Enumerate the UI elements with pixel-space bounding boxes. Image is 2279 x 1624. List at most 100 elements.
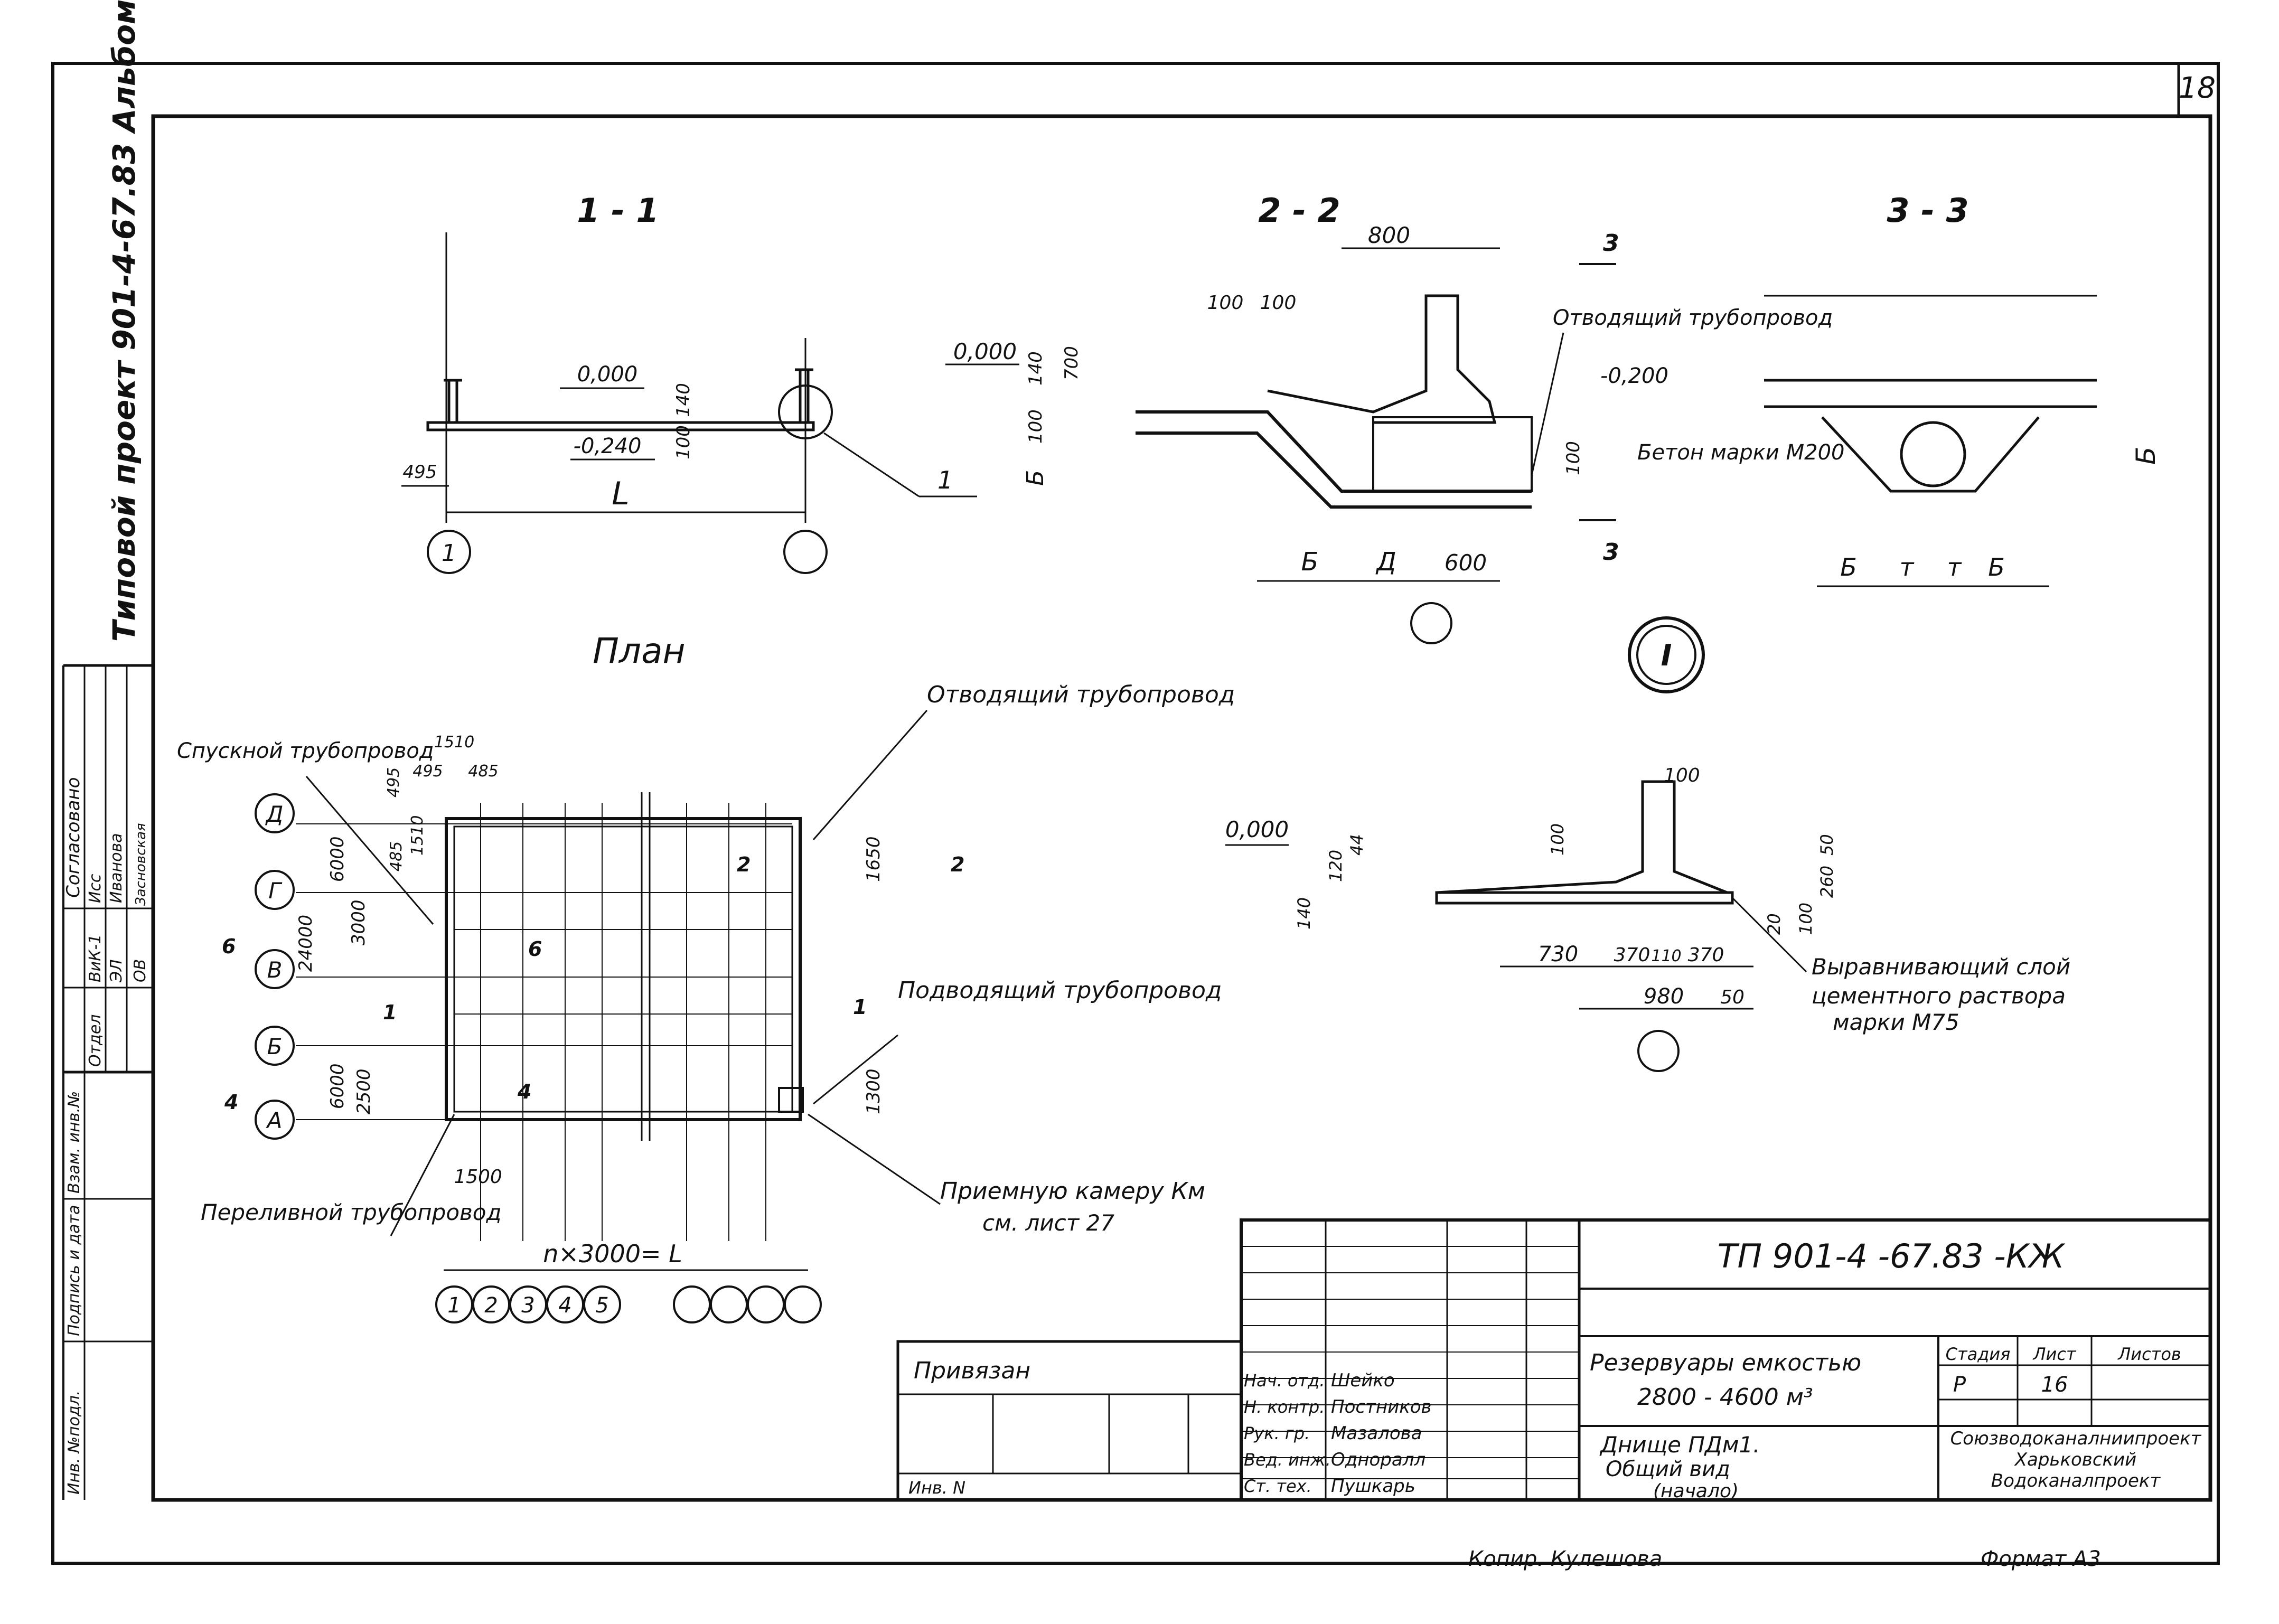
svg-text:1: 1 <box>383 1001 397 1024</box>
section-title: 1 - 1 <box>577 191 659 230</box>
svg-text:980: 980 <box>1644 984 1684 1009</box>
svg-text:730: 730 <box>1538 942 1578 966</box>
svg-text:Одноралл: Одноралл <box>1331 1449 1425 1470</box>
svg-text:Водоканалпроект: Водоканалпроект <box>1991 1470 2161 1491</box>
svg-text:Переливной трубопровод: Переливной трубопровод <box>201 1199 502 1225</box>
svg-text:Листов: Листов <box>2117 1344 2181 1364</box>
svg-text:Выравнивающий слой: Выравнивающий слой <box>1812 954 2070 980</box>
svg-text:ВиК-1: ВиК-1 <box>86 934 105 982</box>
svg-text:6: 6 <box>222 935 236 958</box>
svg-text:2800 - 4600 м³: 2800 - 4600 м³ <box>1637 1384 1813 1411</box>
title-block: ТП 901-4 -67.83 -КЖ Привязан Инв. N Резе… <box>896 1218 2212 1502</box>
svg-text:700: 700 <box>1061 346 1082 380</box>
svg-text:1510: 1510 <box>408 815 427 856</box>
svg-text:марки М75: марки М75 <box>1833 1009 1959 1035</box>
svg-text:Б: Б <box>1988 553 2005 581</box>
svg-text:Д: Д <box>265 801 284 827</box>
svg-text:100: 100 <box>1548 823 1568 856</box>
svg-text:24000: 24000 <box>295 915 316 972</box>
page-number: 18 <box>2179 71 2216 105</box>
svg-text:n×3000= L: n×3000= L <box>543 1240 682 1268</box>
svg-text:Отводящий трубопровод: Отводящий трубопровод <box>1553 306 1833 330</box>
svg-text:т: т <box>1900 553 1915 581</box>
svg-text:Засновская: Засновская <box>133 823 149 906</box>
svg-text:т: т <box>1947 553 1962 581</box>
svg-text:Шейко: Шейко <box>1331 1370 1395 1391</box>
svg-text:1: 1 <box>447 1293 461 1318</box>
svg-text:ОВ: ОВ <box>131 959 149 982</box>
svg-text:Днище ПДм1.: Днище ПДм1. <box>1599 1432 1760 1458</box>
svg-text:Союзводоканалниипроект: Союзводоканалниипроект <box>1950 1428 2202 1449</box>
svg-text:Б: Б <box>1840 553 1857 581</box>
svg-text:ЭЛ: ЭЛ <box>107 959 126 983</box>
svg-text:В: В <box>267 957 283 983</box>
svg-text:3000: 3000 <box>348 899 369 945</box>
approval-stamp: Согласовано Отдел ВиК-1 Исс ЭЛ Иванова О… <box>62 664 153 1500</box>
svg-text:Б: Б <box>267 1034 283 1059</box>
svg-text:1510: 1510 <box>434 733 474 752</box>
svg-text:1: 1 <box>442 540 456 567</box>
svg-text:Г: Г <box>268 878 283 904</box>
svg-text:Д: Д <box>1375 547 1396 577</box>
svg-text:Нач. отд.: Нач. отд. <box>1244 1370 1325 1391</box>
svg-text:Подпись и дата: Подпись и дата <box>65 1205 83 1337</box>
sheet-format: Формат А3 <box>1981 1547 2101 1571</box>
svg-text:1: 1 <box>937 466 953 494</box>
svg-text:1500: 1500 <box>454 1166 502 1188</box>
svg-text:100: 100 <box>1207 292 1244 314</box>
svg-text:Харьковский: Харьковский <box>2014 1449 2137 1470</box>
svg-text:370: 370 <box>1614 944 1650 966</box>
svg-text:А: А <box>266 1107 283 1133</box>
svg-text:100: 100 <box>1796 903 1816 935</box>
svg-text:370: 370 <box>1688 944 1724 966</box>
svg-text:3: 3 <box>521 1293 534 1318</box>
svg-text:0,000: 0,000 <box>577 362 638 387</box>
axis-bubble <box>427 530 471 574</box>
svg-text:Ст. тех.: Ст. тех. <box>1244 1476 1312 1496</box>
svg-text:Пушкарь: Пушкарь <box>1331 1476 1415 1497</box>
svg-text:0,000: 0,000 <box>1225 816 1289 842</box>
svg-text:0,000: 0,000 <box>953 339 1017 364</box>
svg-text:1: 1 <box>853 996 867 1019</box>
svg-text:Мазалова: Мазалова <box>1331 1423 1422 1444</box>
svg-text:485: 485 <box>468 762 498 781</box>
svg-text:Взам. инв.№: Взам. инв.№ <box>65 1091 83 1194</box>
svg-text:Б: Б <box>1022 470 1049 486</box>
svg-text:100: 100 <box>1260 292 1297 314</box>
svg-text:140: 140 <box>673 383 694 417</box>
svg-text:Спускной трубопровод: Спускной трубопровод <box>177 739 434 763</box>
svg-text:3: 3 <box>1603 230 1619 257</box>
svg-text:Исс: Исс <box>86 874 105 903</box>
svg-text:50: 50 <box>1720 987 1745 1008</box>
svg-text:100: 100 <box>1563 441 1584 475</box>
svg-text:495: 495 <box>412 762 443 781</box>
svg-text:L: L <box>612 475 629 512</box>
svg-text:Вед. инж.: Вед. инж. <box>1244 1450 1331 1470</box>
svg-text:140: 140 <box>1025 351 1046 386</box>
svg-text:Бетон марки М200: Бетон марки М200 <box>1637 440 1845 465</box>
svg-text:495: 495 <box>403 462 437 483</box>
svg-text:Привязан: Привязан <box>914 1357 1030 1384</box>
row-axis-bubbles: Д Г В Б А <box>255 793 295 1140</box>
svg-text:Подводящий трубопровод: Подводящий трубопровод <box>898 977 1222 1004</box>
svg-text:260: 260 <box>1817 866 1837 898</box>
svg-text:44: 44 <box>1347 834 1367 856</box>
svg-text:Приемную камеру Км: Приемную камеру Км <box>940 1178 1205 1205</box>
svg-text:Лист: Лист <box>2032 1344 2076 1364</box>
section-1-1: 1 - 1 L 495 0,000 -0,240 140 100 1 1 <box>401 191 977 574</box>
svg-text:Отдел: Отдел <box>86 1015 105 1067</box>
svg-text:120: 120 <box>1326 850 1346 882</box>
svg-text:см. лист 27: см. лист 27 <box>982 1210 1114 1236</box>
svg-text:110: 110 <box>1651 947 1681 965</box>
svg-text:Иванова: Иванова <box>107 833 126 903</box>
svg-text:Рук. гр.: Рук. гр. <box>1244 1423 1310 1443</box>
column-axis-bubbles: 1 2 3 4 5 <box>435 1285 822 1323</box>
svg-text:План: План <box>593 631 685 671</box>
svg-text:100: 100 <box>1025 409 1046 444</box>
svg-text:-0,200: -0,200 <box>1600 364 1668 388</box>
svg-text:100: 100 <box>1664 765 1700 786</box>
svg-text:6: 6 <box>528 937 542 961</box>
svg-text:4: 4 <box>558 1293 571 1318</box>
svg-text:2: 2 <box>484 1293 498 1318</box>
